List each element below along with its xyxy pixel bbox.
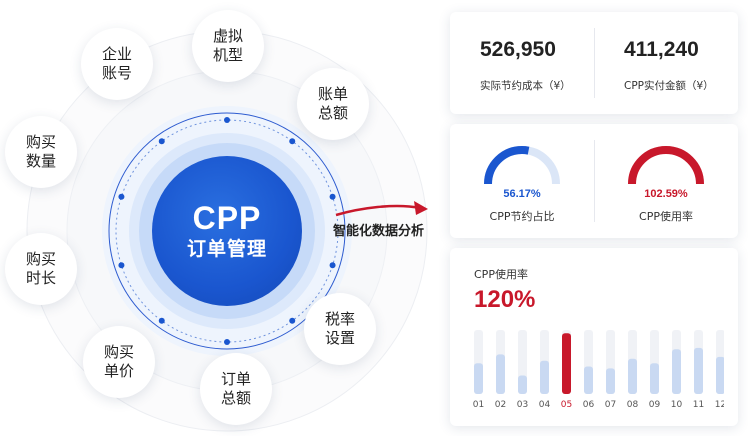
- usage-bar: [518, 375, 527, 394]
- ring-dot: [224, 117, 230, 123]
- ring-dot: [329, 262, 336, 269]
- x-tick-label: 10: [671, 400, 683, 410]
- usage-chart-title: CPP使用率: [474, 268, 528, 281]
- usage-card: CPP使用率 120% 01 02 03 04 05 06 07 08 09 10 11 12: [450, 248, 738, 426]
- bubble-label: 总额: [317, 104, 348, 122]
- saving-gauge-value: 56.17%: [503, 188, 541, 200]
- bubble-label: 账号: [101, 64, 132, 82]
- card-divider: [594, 140, 595, 222]
- bubble-label: 订单: [220, 370, 251, 388]
- usage-gauge-label: CPP使用率: [639, 210, 693, 223]
- analysis-arrowhead: [414, 201, 428, 215]
- x-tick-label: 09: [649, 400, 661, 410]
- ring-dot: [118, 262, 125, 269]
- cpp-order-center: CPP 订单管理: [152, 156, 302, 306]
- center-subtitle: 订单管理: [186, 238, 267, 260]
- paid-amount-metric: 411,240 CPP实付金额（¥）: [594, 12, 738, 114]
- bubble-unit-price: 购买 单价: [83, 326, 155, 398]
- bubble-order-total: 订单 总额: [200, 353, 272, 425]
- ring-dot: [158, 138, 165, 145]
- bubble-label: 虚拟: [212, 27, 243, 45]
- ring-dot: [289, 317, 296, 324]
- usage-bar: [562, 333, 571, 394]
- usage-bar: [474, 363, 483, 394]
- ring-dot: [118, 193, 125, 200]
- bubble-label: 企业: [101, 45, 132, 63]
- ring-dot: [329, 193, 336, 200]
- x-tick-label: 12: [715, 400, 724, 410]
- x-tick-label: 01: [473, 400, 484, 410]
- usage-bar: [650, 363, 659, 394]
- arrow-label: 智能化数据分析: [333, 224, 425, 239]
- usage-bar-chart: 01 02 03 04 05 06 07 08 09 10 11 12: [473, 330, 724, 410]
- bubble-label: 税率: [324, 310, 355, 328]
- bubble-label: 总额: [220, 389, 251, 407]
- bubble-label: 单价: [103, 362, 134, 380]
- bubble-label: 账单: [317, 85, 348, 103]
- paid-amount-value: 411,240: [624, 38, 699, 61]
- card-divider: [594, 28, 595, 98]
- bubble-label: 机型: [212, 46, 243, 64]
- x-tick-label: 03: [517, 400, 528, 410]
- saving-gauge-arc: [484, 146, 560, 185]
- bubble-tax-rate: 税率 设置: [304, 293, 376, 365]
- center-title: CPP: [192, 200, 262, 236]
- bubble-bill-total: 账单 总额: [297, 68, 369, 140]
- usage-gauge-value: 102.59%: [644, 188, 688, 200]
- x-tick-label: 02: [495, 400, 506, 410]
- bubble-quantity: 购买 数量: [5, 116, 77, 188]
- x-tick-label: 05: [561, 400, 572, 410]
- x-tick-label: 08: [627, 400, 639, 410]
- ring-dot: [158, 317, 165, 324]
- bubble-vm-type: 虚拟 机型: [192, 10, 264, 82]
- x-tick-label: 06: [583, 400, 595, 410]
- bubble-label: 时长: [25, 269, 56, 287]
- bubble-label: 设置: [324, 329, 355, 347]
- saved-cost-metric: 526,950 实际节约成本（¥）: [450, 12, 594, 114]
- saved-cost-value: 526,950: [480, 38, 556, 61]
- ring-dots: [118, 117, 336, 345]
- analysis-arrow: [335, 204, 421, 217]
- usage-bar: [496, 354, 505, 394]
- usage-bar: [584, 366, 593, 394]
- paid-amount-label: CPP实付金额（¥）: [624, 80, 714, 92]
- x-tick-label: 11: [693, 400, 704, 410]
- cost-card: 526,950 实际节约成本（¥） 411,240 CPP实付金额（¥）: [450, 12, 738, 114]
- x-tick-label: 07: [605, 400, 616, 410]
- bubble-label: 购买: [25, 250, 56, 268]
- cpp-diagram: CPP 订单管理 虚拟 机型 账单 总额 税率 设置 订单 总额 购买 单价 购…: [5, 10, 428, 432]
- usage-bar: [606, 368, 615, 394]
- bubble-account: 企业 账号: [81, 28, 153, 100]
- bubble-label: 购买: [25, 133, 56, 151]
- usage-bar: [694, 347, 703, 394]
- usage-chart-value: 120%: [474, 286, 536, 313]
- usage-gauge-arc: [628, 146, 704, 185]
- bubble-label: 数量: [25, 152, 56, 170]
- usage-bar: [716, 356, 724, 394]
- gauge-card: 56.17% CPP节约占比 102.59% CPP使用率: [450, 124, 738, 238]
- bubble-duration: 购买 时长: [5, 233, 77, 305]
- usage-gauge: 102.59% CPP使用率: [594, 124, 738, 238]
- ring-dot: [224, 339, 230, 345]
- x-tick-label: 04: [539, 400, 551, 410]
- saving-gauge: 56.17% CPP节约占比: [450, 124, 594, 238]
- bubble-label: 购买: [103, 343, 134, 361]
- usage-bar: [540, 360, 549, 394]
- usage-bar: [628, 358, 637, 394]
- usage-bar: [672, 349, 681, 394]
- saved-cost-label: 实际节约成本（¥）: [480, 80, 571, 92]
- ring-dot: [289, 138, 296, 145]
- saving-gauge-label: CPP节约占比: [489, 210, 555, 223]
